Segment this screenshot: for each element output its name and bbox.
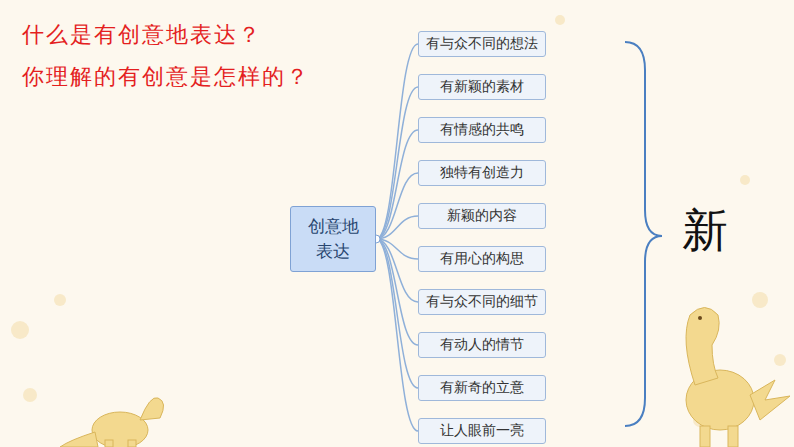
node-text: 独特有创造力	[440, 164, 524, 182]
central-topic: 创意地表达	[290, 206, 376, 272]
question-title: 什么是有创意地表达？	[22, 20, 262, 50]
branch-topic: 有新颖的素材	[418, 74, 546, 100]
branch-topic: 让人眼前一亮	[418, 418, 546, 444]
question-line: 你理解的有创意是怎样的？	[22, 62, 310, 92]
node-text: 创意地表达	[307, 214, 360, 265]
branch-line	[376, 239, 418, 388]
dinosaur-right	[686, 308, 790, 447]
branch-topic: 有与众不同的想法	[418, 31, 546, 57]
dinosaur-left	[60, 398, 164, 447]
branch-topic: 有新奇的立意	[418, 375, 546, 401]
node-text: 有与众不同的想法	[426, 35, 538, 53]
branch-line	[376, 173, 418, 239]
branch-line	[376, 44, 418, 239]
node-text: 有新颖的素材	[440, 78, 524, 96]
branch-topic: 独特有创造力	[418, 160, 546, 186]
node-text: 有用心的构思	[440, 250, 524, 268]
branch-line	[376, 87, 418, 239]
node-text: 有与众不同的细节	[426, 293, 538, 311]
node-text: 让人眼前一亮	[440, 422, 524, 440]
node-text: 有情感的共鸣	[440, 121, 524, 139]
branch-topic: 有与众不同的细节	[418, 289, 546, 315]
summary-character: 新	[682, 200, 728, 262]
node-text: 有新奇的立意	[440, 379, 524, 397]
node-text: 新颖的内容	[447, 207, 517, 225]
branch-topic: 有用心的构思	[418, 246, 546, 272]
branch-line	[376, 130, 418, 239]
node-text: 有动人的情节	[440, 336, 524, 354]
branch-line	[376, 216, 418, 239]
brace	[625, 42, 662, 426]
branch-topic: 有情感的共鸣	[418, 117, 546, 143]
flower-pattern	[11, 15, 786, 427]
branch-topic: 有动人的情节	[418, 332, 546, 358]
branch-line	[376, 239, 418, 431]
branch-topic: 新颖的内容	[418, 203, 546, 229]
